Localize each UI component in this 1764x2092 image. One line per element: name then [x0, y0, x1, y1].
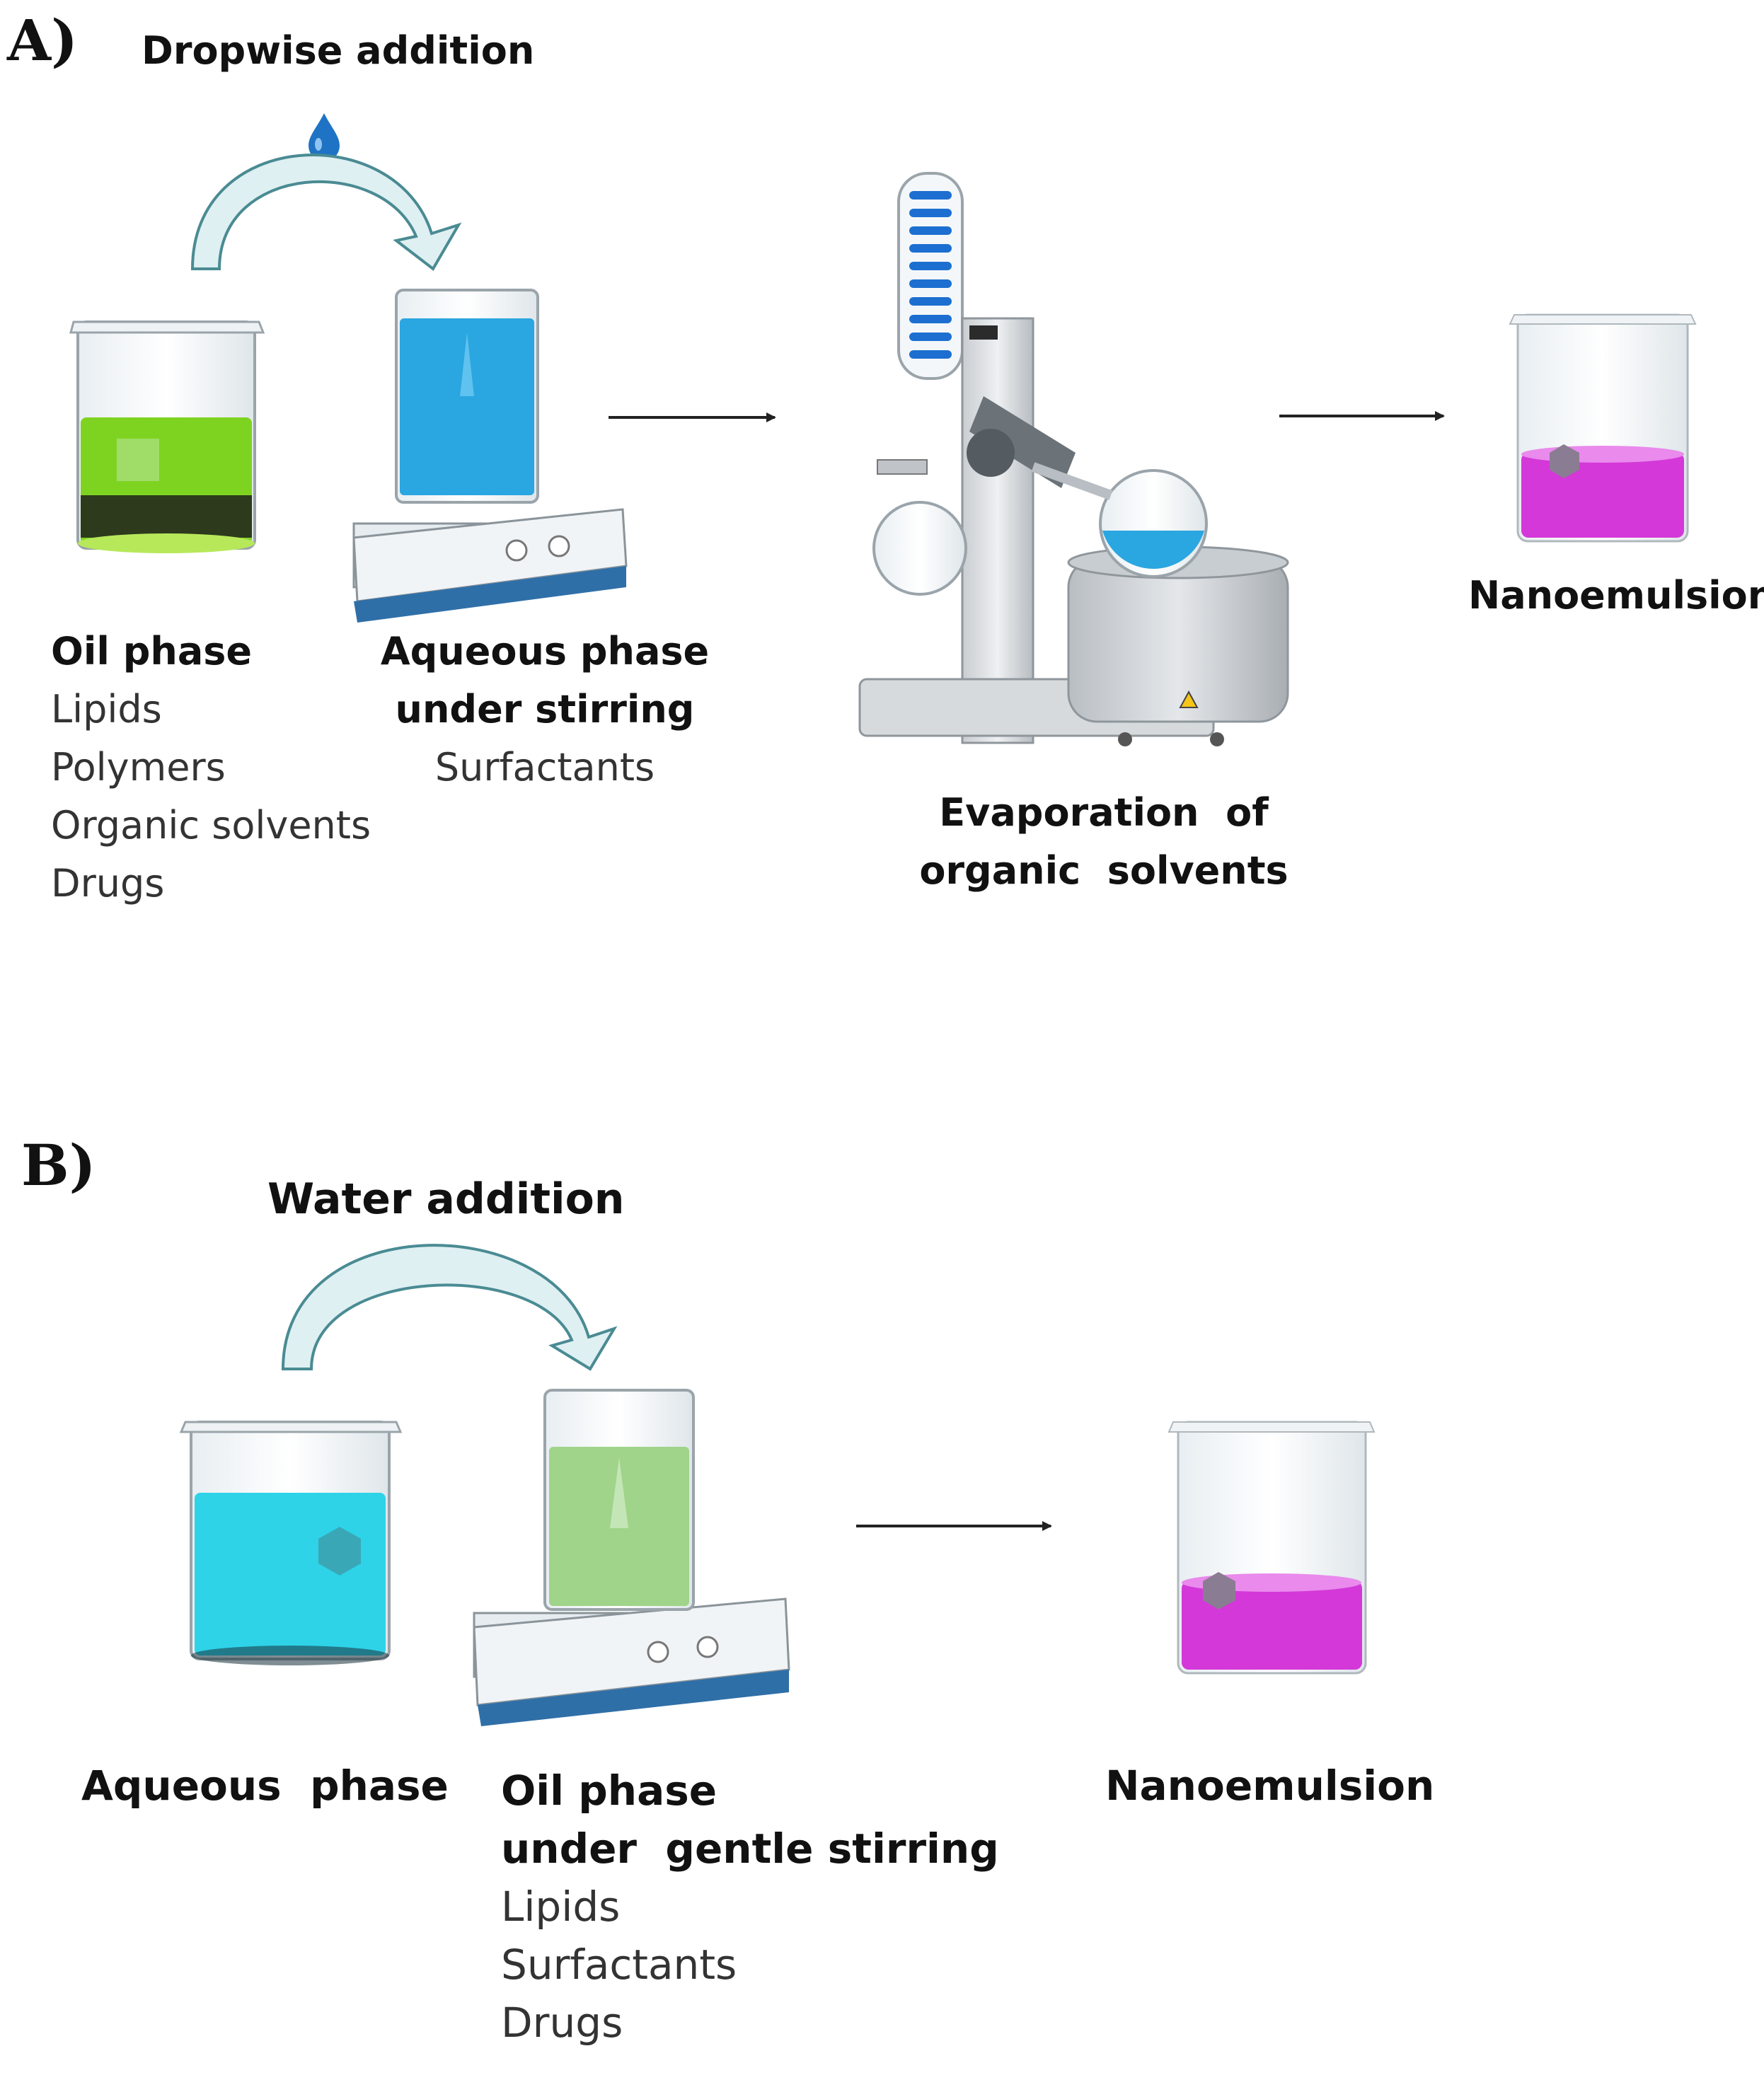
aqueous-phase-beaker-b	[179, 1421, 403, 1665]
oil-phase-b-title-line: Oil phase	[501, 1767, 717, 1815]
aqueous-phase-caption: Aqueous phase under stirring Surfactants	[368, 623, 722, 797]
evaporation-caption: Evaporation of organic solvents	[906, 784, 1302, 900]
oil-phase-item: Polymers	[51, 745, 226, 790]
rotary-evaporator	[858, 172, 1289, 746]
nanoemulsion-label-b: Nanoemulsion	[1105, 1762, 1435, 1810]
panel-a-label: A)	[7, 7, 78, 74]
nanoemulsion-label-a: Nanoemulsion	[1468, 573, 1764, 618]
oil-phase-caption: Oil phase Lipids Polymers Organic solven…	[51, 623, 371, 913]
panel-b-label: B)	[21, 1132, 96, 1198]
aqueous-phase-stirrer	[352, 289, 628, 623]
aqueous-phase-title-line: under stirring	[395, 687, 695, 732]
oil-phase-item: Drugs	[51, 861, 165, 906]
oil-phase-beaker	[69, 320, 265, 553]
nanoemulsion-beaker-b	[1168, 1421, 1376, 1675]
oil-phase-item: Organic solvents	[51, 803, 371, 848]
oil-phase-item: Lipids	[51, 687, 162, 732]
curved-addition-arrow-b	[281, 1244, 618, 1371]
water-addition-label: Water addition	[267, 1174, 625, 1224]
oil-phase-b-item: Surfactants	[501, 1941, 737, 1989]
dropwise-addition-label: Dropwise addition	[142, 28, 535, 73]
curved-addition-arrow-a	[190, 154, 462, 271]
aqueous-phase-item: Surfactants	[434, 745, 655, 790]
oil-phase-title: Oil phase	[51, 629, 253, 674]
aqueous-phase-title-line: Aqueous phase	[380, 629, 710, 674]
evaporation-title-line: organic solvents	[919, 848, 1289, 893]
oil-phase-b-title-line: under gentle stirring	[501, 1825, 999, 1873]
oil-phase-stirrer-b	[473, 1389, 790, 1726]
nanoemulsion-beaker-a	[1509, 313, 1697, 543]
evaporation-title-line: Evaporation of	[939, 790, 1269, 835]
aqueous-phase-b-label: Aqueous phase	[81, 1762, 449, 1810]
oil-phase-b-item: Drugs	[501, 1999, 623, 2047]
oil-phase-b-item: Lipids	[501, 1883, 621, 1931]
water-drop-icon	[309, 113, 340, 161]
oil-phase-b-caption: Oil phase under gentle stirring Lipids S…	[501, 1762, 999, 2052]
